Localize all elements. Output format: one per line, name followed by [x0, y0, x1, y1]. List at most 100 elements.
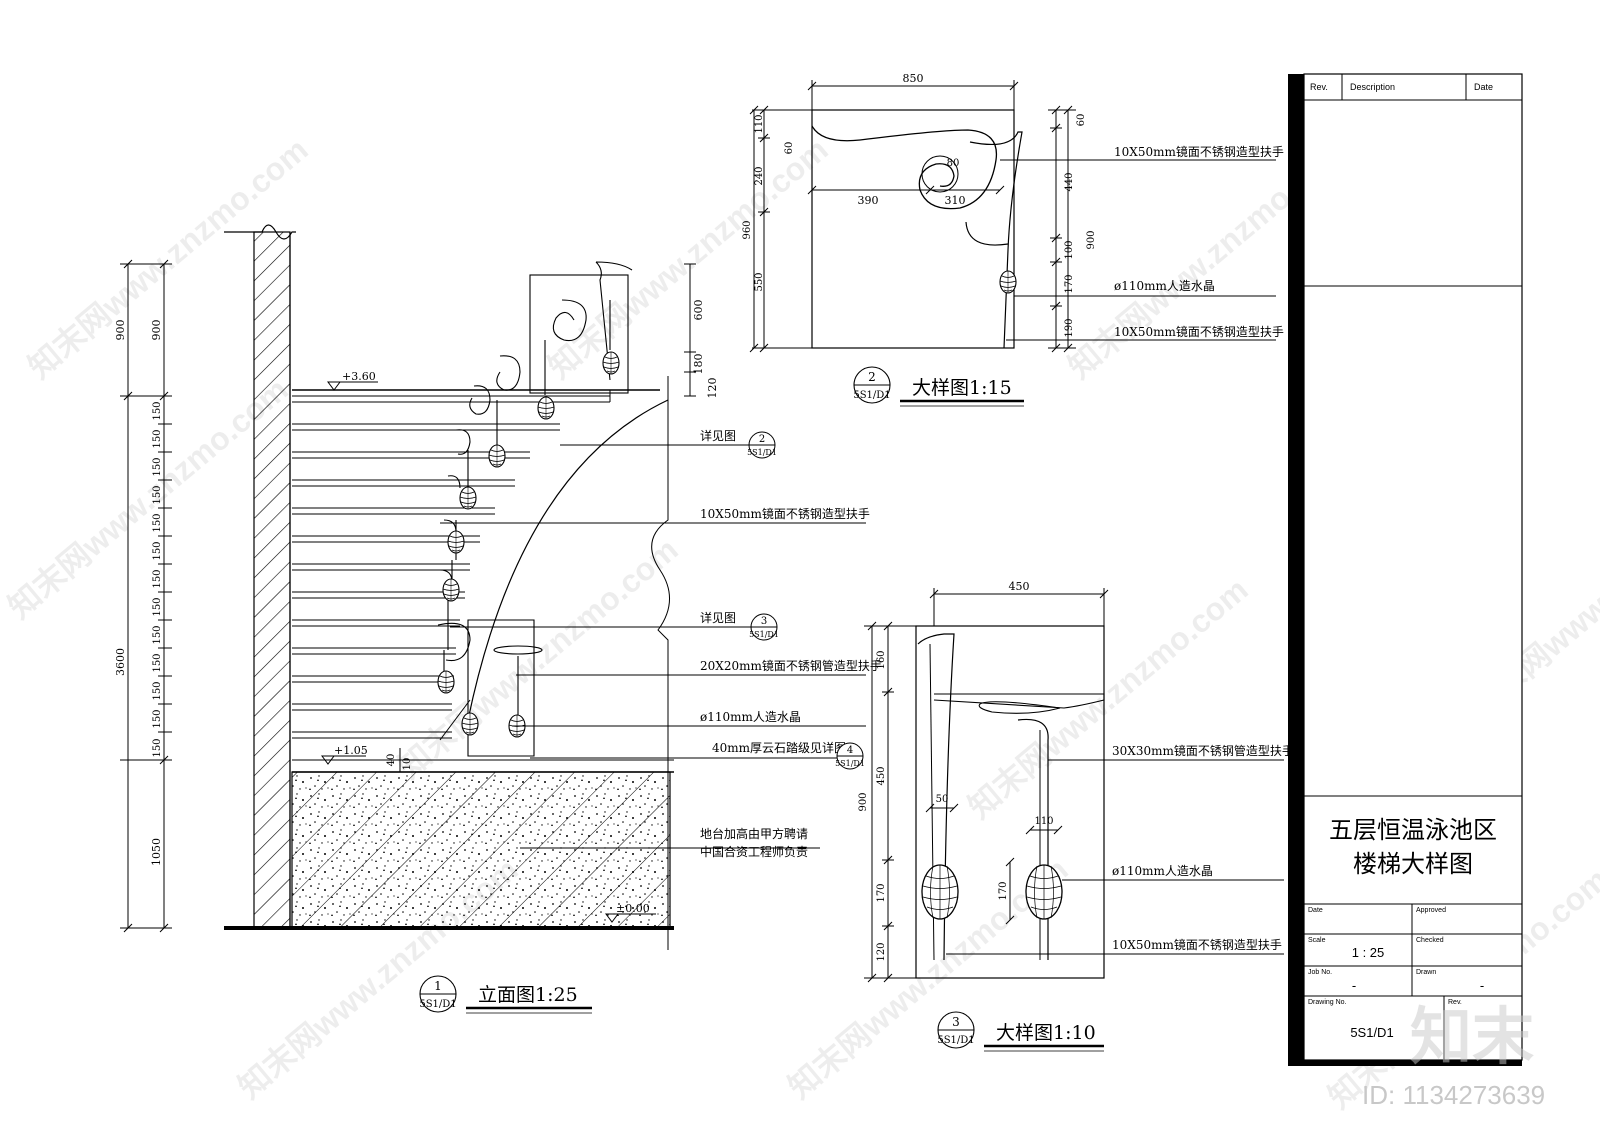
level-mark-floor: ±0.00 — [605, 902, 656, 923]
dim-label: 10 — [402, 758, 413, 771]
dim-label: 450 — [876, 766, 887, 785]
dim-label: 110 — [754, 114, 765, 133]
bubble-number: 2 — [759, 434, 765, 445]
dim-label: 170 — [998, 881, 1009, 900]
dim-label: 390 — [858, 194, 879, 207]
bubble-number: 4 — [847, 745, 853, 756]
dim-label: 900 — [114, 320, 127, 341]
level-mark-mid: +1.05 — [321, 744, 368, 765]
callout-platform: 地台加高由甲方聘请 — [700, 826, 808, 841]
bubble-ref: 5S1/D1 — [747, 448, 777, 457]
dim-label: 180 — [692, 354, 705, 375]
dim-label: 310 — [945, 194, 966, 207]
dim-label: 550 — [754, 272, 765, 291]
callout-detail-3: 详见图 — [700, 610, 736, 625]
field-label: Checked — [1416, 937, 1444, 944]
dim-label: 160 — [876, 650, 887, 669]
job-value: - — [1352, 978, 1356, 993]
elevation-dimensions — [120, 259, 696, 933]
callout-crystal: ø110mm人造水晶 — [1114, 279, 1215, 293]
field-label: Job No. — [1308, 969, 1332, 976]
dim-label: 50 — [936, 794, 949, 805]
detail-bubble: 2 5S1/D1 — [747, 431, 777, 459]
dim-label: 120 — [876, 942, 887, 961]
watermark-logo: 知末 ID: 1134273639 — [1362, 1003, 1545, 1110]
riser-label: 150 — [152, 401, 163, 420]
bubble-ref: 5S1/D1 — [749, 630, 779, 639]
level-label: ±0.00 — [616, 902, 650, 915]
callout-crystal: ø110mm人造水晶 — [700, 710, 801, 724]
watermark-id: ID: 1134273639 — [1362, 1080, 1545, 1110]
watermark-logo-text: 知末 — [1410, 1003, 1534, 1072]
dim-label: 40 — [386, 754, 397, 767]
field-label: Approved — [1416, 907, 1446, 914]
dim-label: 3600 — [114, 648, 127, 676]
dim-label: 110 — [1034, 816, 1053, 827]
date-header: Date — [1474, 82, 1493, 92]
bubble-number: 3 — [952, 1015, 960, 1029]
bubble-ref: 5S1/D1 — [419, 999, 456, 1010]
detail-bubble: 4 5S1/D1 — [835, 742, 865, 770]
dim-label: 900 — [1086, 230, 1097, 249]
riser-label: 150 — [152, 681, 163, 700]
callout-rail: 10X50mm镜面不锈钢造型扶手 — [700, 506, 870, 521]
view-title: 大样图1:15 — [912, 377, 1012, 399]
dim-label: 440 — [1064, 172, 1075, 191]
detail-3-view: 450 160 450 900 170 120 50 110 170 30X30… — [858, 580, 1294, 1052]
callout-detail-2: 详见图 — [700, 428, 736, 443]
dim-label: 1050 — [150, 838, 163, 866]
riser-label: 150 — [152, 541, 163, 560]
dim-label: 900 — [150, 320, 163, 341]
riser-labels: 150 150 150 150 150 150 150 150 150 150 … — [152, 401, 163, 757]
dim-label: 600 — [692, 300, 705, 321]
dim-label: 850 — [903, 72, 924, 85]
callout-crystal: ø110mm人造水晶 — [1112, 864, 1213, 878]
bubble-ref: 5S1/D1 — [937, 1035, 974, 1046]
level-mark-top: +3.60 — [327, 370, 378, 391]
bubble-number: 3 — [761, 616, 767, 627]
dim-label: 450 — [1009, 580, 1030, 593]
project-title: 五层恒温泳池区 — [1329, 816, 1497, 844]
watermark-text: 知末网www.znzmo.com — [1, 371, 294, 625]
riser-label: 150 — [152, 457, 163, 476]
riser-label: 150 — [152, 653, 163, 672]
rev-header: Rev. — [1310, 82, 1328, 92]
riser-label: 150 — [152, 485, 163, 504]
riser-label: 150 — [152, 738, 163, 757]
riser-label: 150 — [152, 429, 163, 448]
riser-label: 150 — [152, 625, 163, 644]
dim-label: 60 — [784, 142, 795, 155]
drawing-number: 5S1/D1 — [1350, 1025, 1393, 1040]
dim-label: 100 — [1064, 240, 1075, 259]
dim-label: 170 — [876, 883, 887, 902]
watermark-text: 知末网www.znzmo.com — [391, 531, 684, 785]
bubble-number: 2 — [868, 370, 876, 384]
callout-rail: 10X50mm镜面不锈钢造型扶手 — [1112, 937, 1282, 952]
description-header: Description — [1350, 82, 1395, 92]
drawing-title: 楼梯大样图 — [1353, 850, 1473, 878]
elevation-leaders — [440, 444, 866, 849]
field-label: Date — [1308, 907, 1323, 914]
dim-label: 120 — [706, 378, 719, 399]
detail-bubble: 3 5S1/D1 — [749, 613, 779, 641]
dim-label: 170 — [1064, 274, 1075, 293]
watermark-text: 知末网www.znzmo.com — [541, 131, 834, 385]
callout-rail: 10X50mm镜面不锈钢造型扶手 — [1114, 144, 1284, 159]
callout-platform: 中国合资工程师负责 — [700, 844, 808, 859]
watermark-text: 知末网www.znzmo.com — [961, 571, 1254, 825]
view-title-detail-2: 2 5S1/D1 大样图1:15 — [853, 366, 1024, 407]
dim-label: 80 — [947, 158, 960, 169]
riser-label: 150 — [152, 709, 163, 728]
riser-label: 150 — [152, 513, 163, 532]
elevation-view: 900 900 3600 1050 150 150 150 150 150 15… — [114, 224, 882, 1014]
dim-label: 240 — [754, 166, 765, 185]
dim-label: 960 — [742, 220, 753, 239]
callout-tube-rail: 30X30mm镜面不锈钢管造型扶手 — [1112, 743, 1294, 758]
level-label: +1.05 — [334, 744, 368, 757]
field-label: Scale — [1308, 937, 1326, 944]
view-title: 大样图1:10 — [996, 1022, 1096, 1044]
callout-tread: 40mm厚云石踏级见详图 — [712, 740, 846, 755]
dim-label: 60 — [1076, 114, 1087, 127]
view-title-detail-3: 3 5S1/D1 大样图1:10 — [937, 1011, 1104, 1052]
